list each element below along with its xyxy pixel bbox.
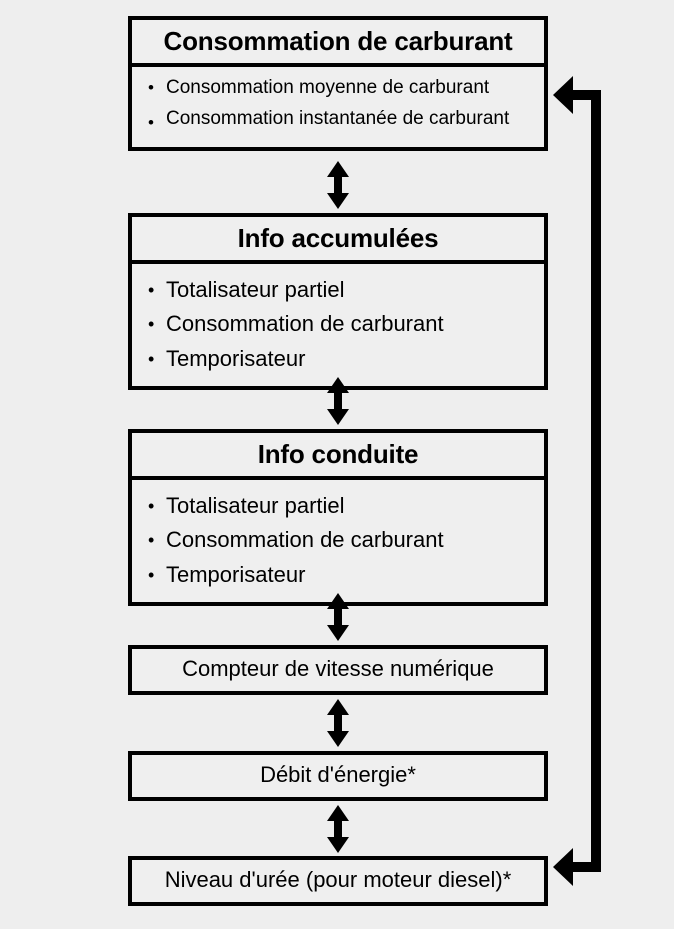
connector-double-arrow-1 [323,160,353,210]
connector-feedback-loop [548,72,610,890]
list-item: Temporisateur [146,558,534,593]
node-fuel-consumption[interactable]: Consommation de carburant Consommation m… [128,16,548,151]
list-item: Consommation de carburant [146,307,534,342]
node-driving-info[interactable]: Info conduite Totalisateur partiel Conso… [128,429,548,606]
list-item: Temporisateur [146,342,534,377]
node-body-fuel-consumption: Consommation moyenne de carburant Consom… [132,67,544,147]
node-body-driving-info: Totalisateur partiel Consommation de car… [132,480,544,602]
node-body-accumulated-info: Totalisateur partiel Consommation de car… [132,264,544,386]
connector-double-arrow-4 [323,698,353,748]
connector-double-arrow-2 [323,376,353,426]
bullet-list-accumulated-info: Totalisateur partiel Consommation de car… [146,273,534,376]
list-item: Totalisateur partiel [146,489,534,524]
list-item: Consommation de carburant [146,523,534,558]
node-header-accumulated-info: Info accumulées [132,217,544,264]
node-header-fuel-consumption: Consommation de carburant [132,20,544,67]
connector-double-arrow-5 [323,804,353,854]
connector-double-arrow-3 [323,592,353,642]
list-item: Totalisateur partiel [146,273,534,308]
node-energy-flow[interactable]: Débit d'énergie* [128,751,548,801]
list-item: Consommation moyenne de carburant [146,73,534,104]
node-digital-speedometer[interactable]: Compteur de vitesse numérique [128,645,548,695]
node-header-driving-info: Info conduite [132,433,544,480]
bullet-list-driving-info: Totalisateur partiel Consommation de car… [146,489,534,592]
bullet-list-fuel-consumption: Consommation moyenne de carburant Consom… [146,73,534,136]
node-urea-level[interactable]: Niveau d'urée (pour moteur diesel)* [128,856,548,906]
list-item: Consommation instantanée de carburant [146,104,534,136]
node-accumulated-info[interactable]: Info accumulées Totalisateur partiel Con… [128,213,548,390]
